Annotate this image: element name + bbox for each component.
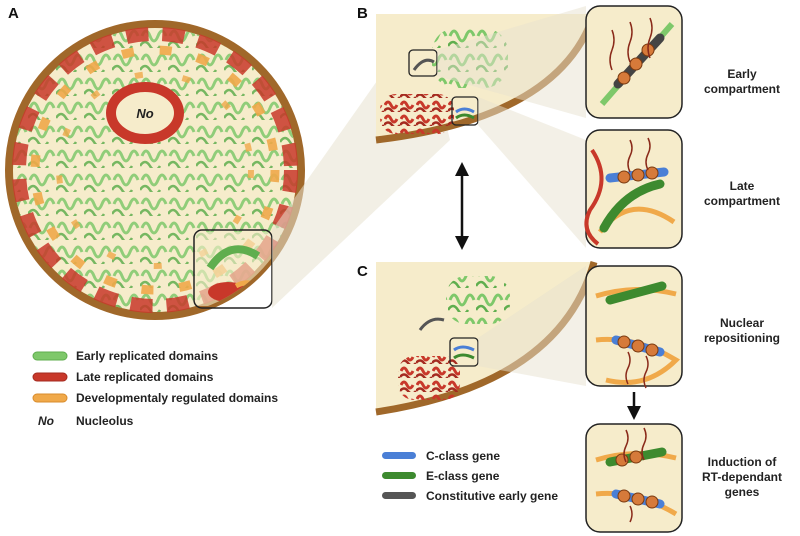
zoom-wedge-b-late: [478, 97, 586, 248]
legend-swatch-late: [32, 372, 68, 382]
down-arrow: [627, 392, 641, 420]
label-late-line2: compartment: [704, 194, 780, 208]
nucleus-cross-section: No: [5, 20, 305, 320]
label-induction-line3: genes: [725, 485, 760, 499]
late-cluster-c: [398, 356, 460, 400]
label-repositioning-line2: repositioning: [704, 331, 780, 345]
double-arrow-b-c: [455, 162, 469, 250]
developmental-domains: [30, 45, 280, 295]
legend-nucleolus-label: Nucleolus: [76, 414, 134, 428]
early-cluster-c: [446, 276, 510, 324]
legend-label-constitutive: Constitutive early gene: [426, 489, 558, 503]
nucleolus-label: No: [136, 106, 153, 121]
legend-swatch-c-class: [382, 452, 416, 459]
legend-c: C-class gene E-class gene Constitutive e…: [382, 449, 558, 503]
legend-swatch-developmental: [32, 393, 68, 403]
legend-label-c-class: C-class gene: [426, 449, 500, 463]
legend-swatch-constitutive: [382, 492, 416, 499]
label-induction-line1: Induction of: [708, 455, 778, 469]
late-cluster-b: [380, 94, 454, 134]
zoom-wedge-b-early: [437, 6, 586, 118]
label-repositioning-line1: Nuclear: [720, 316, 764, 330]
legend-label-late: Late replicated domains: [76, 370, 214, 384]
legend-label-early: Early replicated domains: [76, 349, 218, 363]
label-early-line1: Early: [727, 67, 757, 81]
legend-swatch-early: [32, 351, 68, 361]
panel-c-letter: C: [357, 263, 368, 280]
callout-nuclear-repositioning: [585, 265, 683, 389]
callout-induction: [585, 423, 683, 533]
late-domains-periphery: [12, 27, 298, 313]
callout-late-compartment: [584, 129, 683, 249]
legend-label-e-class: E-class gene: [426, 469, 500, 483]
legend-swatch-e-class: [382, 472, 416, 479]
panel-b-letter: B: [357, 5, 368, 22]
legend-label-developmental: Developmentaly regulated domains: [76, 391, 278, 405]
panel-a-letter: A: [8, 5, 19, 22]
legend-a: Early replicated domains Late replicated…: [32, 349, 278, 428]
label-induction-line2: RT-dependant: [702, 470, 782, 484]
legend-nucleolus-symbol: No: [38, 414, 54, 428]
label-late-line1: Late: [730, 179, 755, 193]
label-early-line2: compartment: [704, 82, 780, 96]
nucleolus: [106, 82, 184, 144]
zoom-wedge-c: [478, 266, 586, 386]
callout-early-compartment: [585, 5, 683, 119]
